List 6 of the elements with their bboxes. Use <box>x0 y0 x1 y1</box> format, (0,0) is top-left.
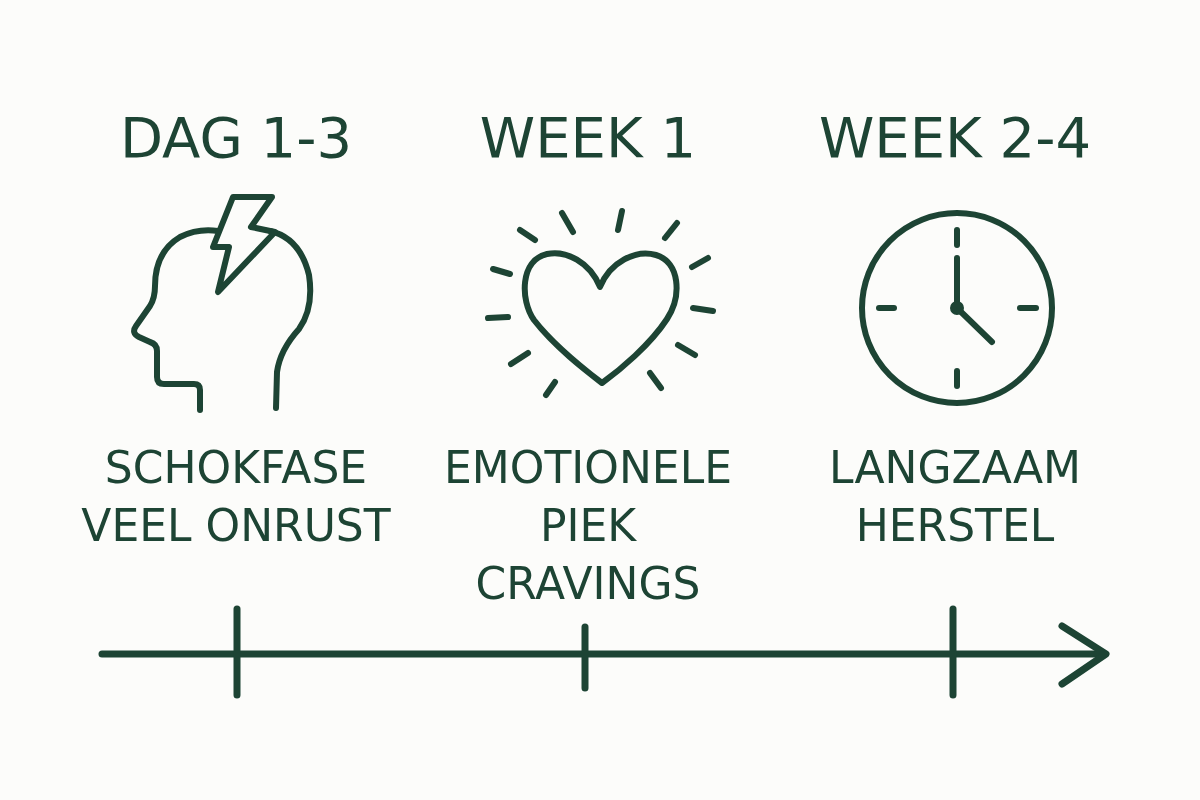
phase-description: LANGZAAM HERSTEL <box>827 441 1083 553</box>
period-heading: DAG 1-3 <box>118 110 354 166</box>
phase-description: SCHOKFASE VEEL ONRUST <box>80 441 392 553</box>
period-heading: WEEK 1 <box>478 110 698 166</box>
period-heading: WEEK 2-4 <box>817 110 1093 166</box>
phase-description: EMOTIONELE PIEK CRAVINGS <box>443 441 733 611</box>
